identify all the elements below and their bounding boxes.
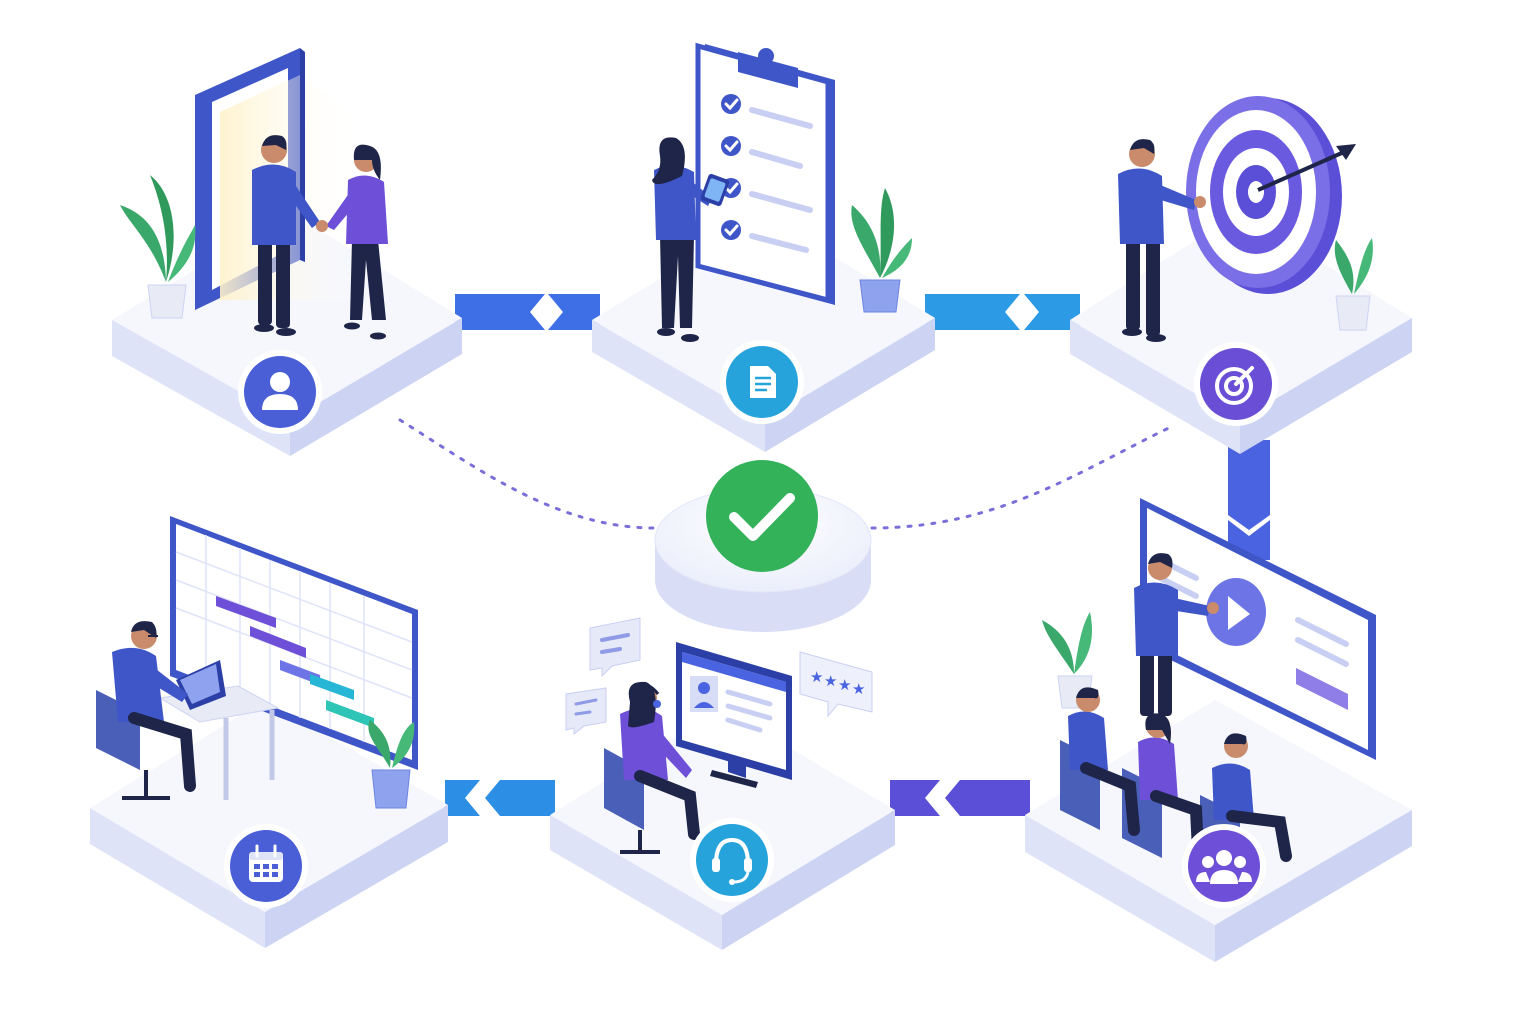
platform	[592, 215, 935, 452]
person-woman-tablet	[652, 137, 730, 342]
stage-support: ★★★★	[550, 617, 895, 950]
dotted-link-left	[398, 418, 662, 530]
computer-monitor	[676, 642, 792, 788]
group-icon	[1182, 824, 1266, 908]
svg-text:★: ★	[824, 672, 837, 690]
person-man	[252, 135, 320, 336]
person-woman	[326, 144, 388, 340]
chat-bubbles: ★★★★	[565, 617, 873, 736]
presentation-screen	[1140, 498, 1376, 760]
check-icon	[706, 460, 818, 572]
person-planner	[96, 621, 196, 800]
user-icon	[238, 350, 322, 434]
calendar-icon	[224, 824, 308, 908]
plant	[1334, 238, 1373, 331]
person-man-pointing	[1118, 139, 1206, 342]
target-board	[1186, 96, 1356, 294]
person-presenter	[1134, 553, 1219, 716]
arrow-support-to-planning	[445, 780, 555, 816]
arrow-presentation-to-support	[890, 780, 1030, 816]
svg-text:★: ★	[852, 680, 865, 698]
gantt-board	[170, 516, 418, 770]
platform	[550, 708, 895, 950]
plant	[368, 720, 415, 809]
document-icon	[720, 340, 804, 424]
stage-planning	[90, 516, 448, 948]
platform	[1070, 212, 1412, 454]
arrow-goals-to-presentation	[1228, 440, 1270, 560]
center-hub	[654, 460, 872, 632]
desk	[158, 660, 280, 800]
dotted-link-right	[870, 423, 1177, 530]
plant	[851, 188, 912, 313]
platform	[90, 700, 448, 948]
plant	[120, 175, 196, 319]
headset-icon	[690, 818, 774, 902]
flow-connectors	[398, 294, 1270, 816]
stage-goals	[1070, 96, 1412, 454]
arrow-requirements-to-goals	[925, 294, 1080, 330]
clipboard	[695, 42, 835, 305]
person-support-agent	[604, 681, 700, 854]
stage-welcome	[112, 48, 462, 456]
arrow-welcome-to-requirements	[455, 294, 600, 330]
svg-text:★: ★	[838, 676, 851, 694]
stage-requirements	[592, 42, 935, 452]
svg-text:★: ★	[810, 668, 823, 686]
stage-presentation	[1025, 498, 1412, 962]
target-icon	[1194, 342, 1278, 426]
